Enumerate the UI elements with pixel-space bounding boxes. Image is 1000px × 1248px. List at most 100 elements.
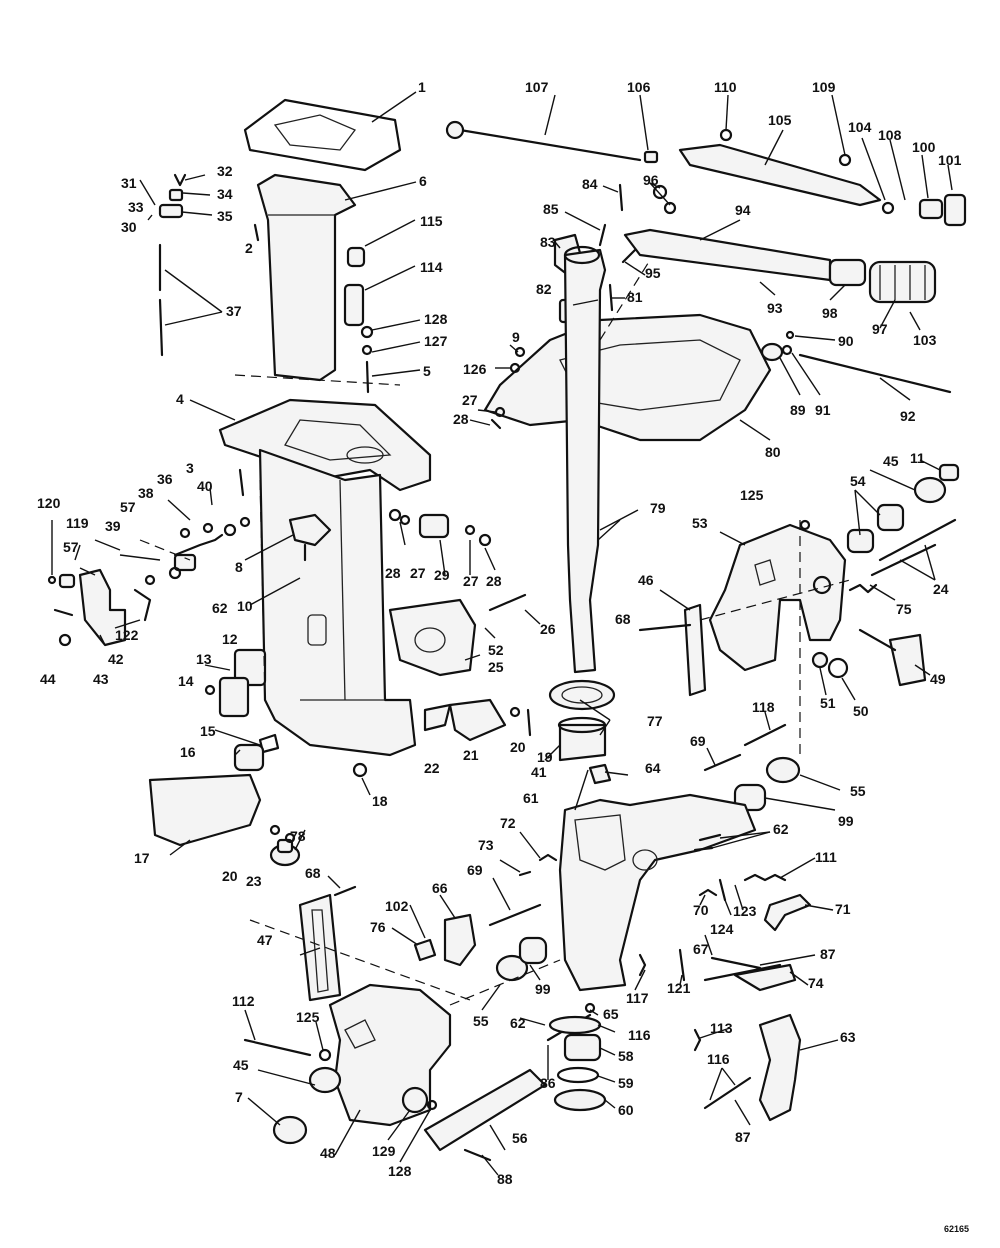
callout-47: 47 [257, 932, 273, 948]
callout-82: 82 [536, 281, 552, 297]
callout-33: 33 [128, 199, 144, 215]
callout-98: 98 [822, 305, 838, 321]
callout-67: 67 [693, 941, 709, 957]
callout-85: 85 [543, 201, 559, 217]
callout-52: 52 [488, 642, 504, 658]
callout-31: 31 [121, 175, 137, 191]
callout-23: 23 [246, 873, 262, 889]
callout-18: 18 [372, 793, 388, 809]
callout-42: 42 [108, 651, 124, 667]
callout-123: 123 [733, 903, 757, 919]
callout-56: 56 [512, 1130, 528, 1146]
callout-43: 43 [93, 671, 109, 687]
callout-28b: 28 [385, 565, 401, 581]
callout-28a: 28 [453, 411, 469, 427]
callout-94: 94 [735, 202, 751, 218]
drawing-code: 62165 [944, 1224, 969, 1234]
callout-49: 49 [930, 671, 946, 687]
callout-112: 112 [232, 993, 255, 1009]
callout-93: 93 [767, 300, 783, 316]
callout-19: 19 [537, 749, 553, 765]
callout-92: 92 [900, 408, 916, 424]
callout-26: 26 [540, 621, 556, 637]
callout-54: 54 [850, 473, 866, 489]
callout-95: 95 [645, 265, 661, 281]
callout-111: 111 [815, 849, 837, 865]
callout-13: 13 [196, 651, 212, 667]
callout-57a: 57 [120, 499, 136, 515]
callout-45a: 45 [883, 453, 899, 469]
callout-11: 11 [910, 450, 925, 466]
callout-37: 37 [226, 303, 242, 319]
callout-28c: 28 [486, 573, 502, 589]
callout-61: 61 [523, 790, 539, 806]
part-shapes [47, 98, 967, 1162]
callout-122: 122 [115, 627, 139, 643]
callout-107: 107 [525, 79, 549, 95]
callout-12: 12 [222, 631, 238, 647]
callout-104: 104 [848, 119, 872, 135]
callout-125a: 125 [740, 487, 764, 503]
callout-78: 78 [290, 828, 306, 844]
callout-51: 51 [820, 695, 836, 711]
callout-63: 63 [840, 1029, 856, 1045]
leader-lines [51, 91, 953, 1176]
callout-4: 4 [176, 391, 184, 407]
callout-102: 102 [385, 898, 409, 914]
callout-62c: 62 [510, 1015, 526, 1031]
callout-41: 41 [531, 764, 547, 780]
callout-3: 3 [186, 460, 194, 476]
callout-90: 90 [838, 333, 854, 349]
callout-128b: 128 [388, 1163, 412, 1179]
callout-124: 124 [710, 921, 734, 937]
callout-128a: 128 [424, 311, 448, 327]
callout-14: 14 [178, 673, 194, 689]
callout-89: 89 [790, 402, 806, 418]
callout-24: 24 [933, 581, 949, 597]
callout-6: 6 [419, 173, 427, 189]
callout-79: 79 [650, 500, 666, 516]
callout-81: 81 [627, 289, 643, 305]
callout-21: 21 [463, 747, 479, 763]
callout-125b: 125 [296, 1009, 320, 1025]
alignment-lines [139, 259, 851, 1006]
callout-59: 59 [618, 1075, 634, 1091]
callout-35: 35 [217, 208, 233, 224]
callout-77: 77 [647, 713, 663, 729]
callout-126: 126 [463, 361, 487, 377]
callout-40: 40 [197, 478, 213, 494]
callout-129: 129 [372, 1143, 396, 1159]
callout-1: 1 [418, 79, 426, 95]
callout-7: 7 [235, 1089, 243, 1105]
callout-44: 44 [40, 671, 56, 687]
callout-50: 50 [853, 703, 869, 719]
callout-116a: 116 [628, 1027, 651, 1043]
callout-73: 73 [478, 837, 494, 853]
callout-9: 9 [512, 329, 520, 345]
callout-100: 100 [912, 139, 936, 155]
callout-87a: 87 [820, 946, 836, 962]
callout-53: 53 [692, 515, 708, 531]
callout-83: 83 [540, 234, 556, 250]
callout-58: 58 [618, 1048, 634, 1064]
callout-27c: 27 [463, 573, 479, 589]
callout-121: 121 [667, 980, 691, 996]
callout-108: 108 [878, 127, 902, 143]
callout-127: 127 [424, 333, 448, 349]
callout-60: 60 [618, 1102, 634, 1118]
callout-117: 117 [626, 990, 649, 1006]
callout-84: 84 [582, 176, 598, 192]
callout-36: 36 [157, 471, 173, 487]
callout-39: 39 [105, 518, 121, 534]
callout-17: 17 [134, 850, 150, 866]
callout-80: 80 [765, 444, 781, 460]
callout-labels: 1 2 3 4 5 6 7 8 9 10 11 12 13 14 15 16 1… [37, 79, 969, 1234]
callout-8: 8 [235, 559, 243, 575]
callout-46: 46 [638, 572, 654, 588]
callout-86: 86 [540, 1075, 556, 1091]
callout-20b: 20 [222, 868, 238, 884]
callout-57b: 57 [63, 539, 79, 555]
callout-38: 38 [138, 485, 154, 501]
callout-75: 75 [896, 601, 912, 617]
callout-69a: 69 [690, 733, 706, 749]
